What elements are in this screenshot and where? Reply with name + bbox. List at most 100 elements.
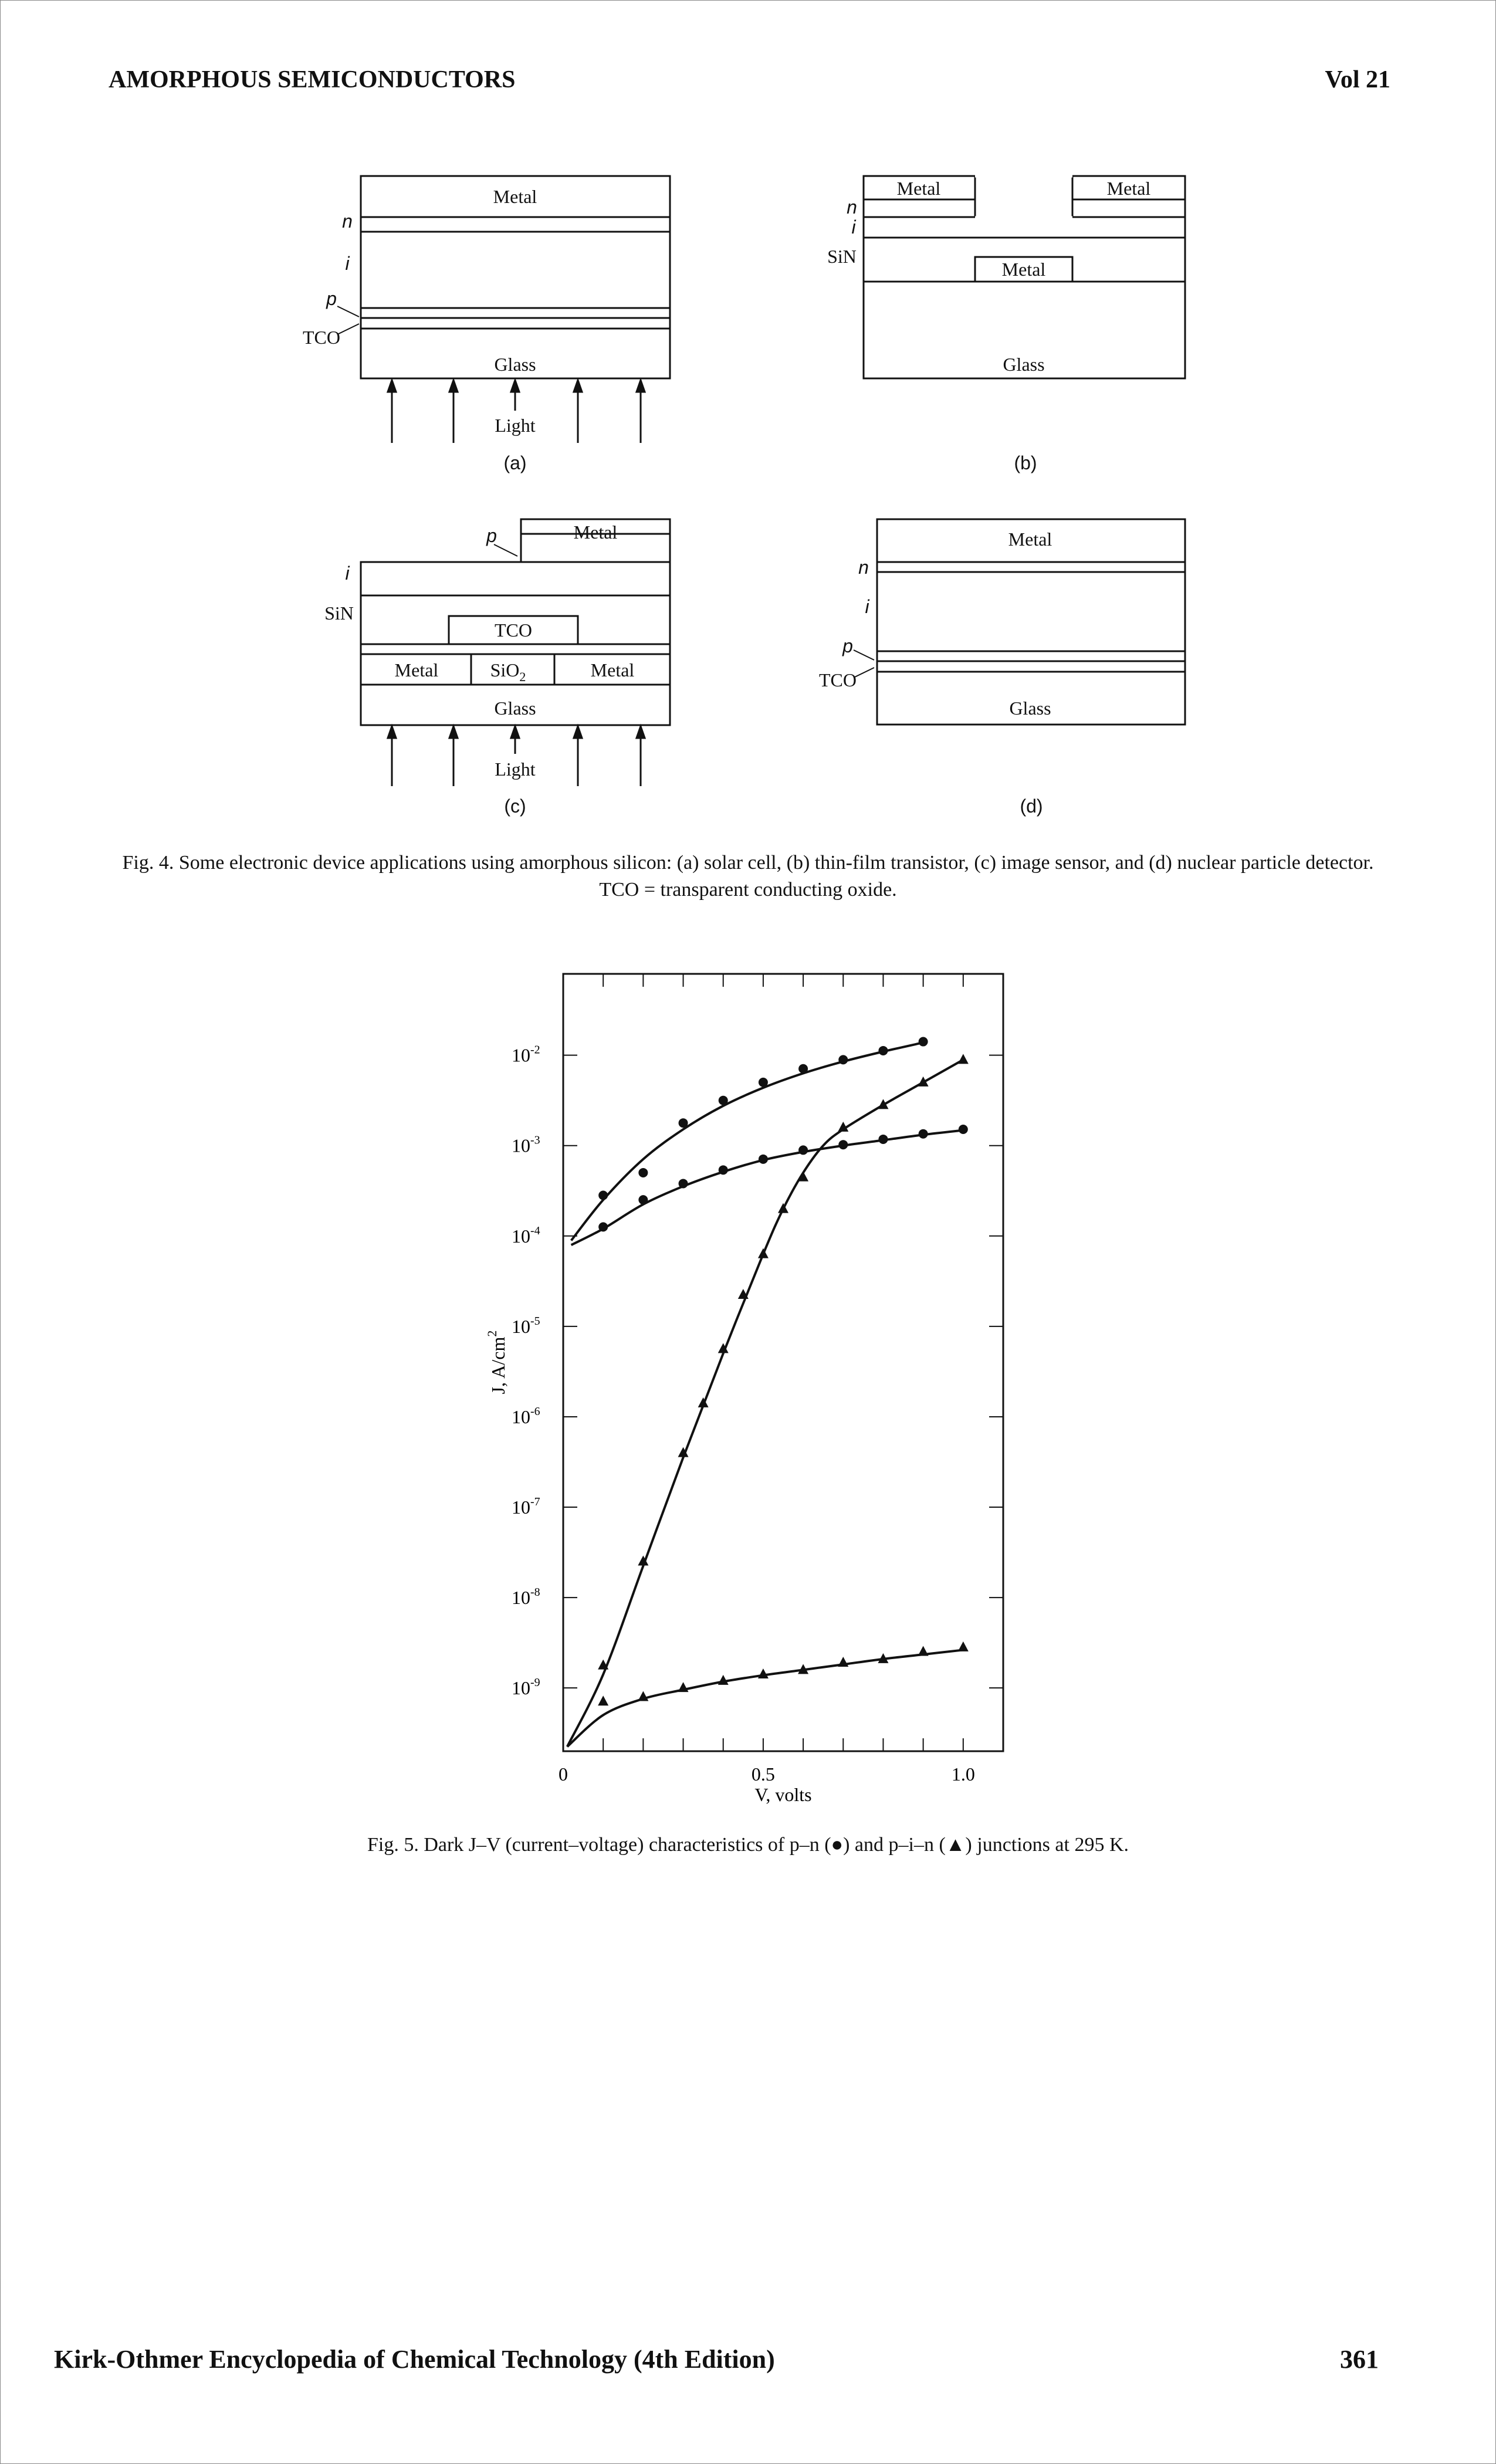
y-tick-label: 10-4 (512, 1224, 540, 1247)
series-4-point-triangle (838, 1657, 849, 1667)
y-tick-label: 10-7 (512, 1495, 540, 1518)
label-metal-c-right: Metal (591, 659, 635, 681)
series-3-point-triangle (638, 1555, 649, 1566)
diagram-a-solar-cell (337, 175, 671, 443)
series-1-point-circle (718, 1095, 728, 1105)
figure-4-caption: Fig. 4. Some electronic device applicati… (94, 849, 1402, 903)
label-i-b: i (851, 216, 856, 238)
label-n-d: n (858, 557, 869, 578)
label-metal-c-left: Metal (395, 659, 439, 681)
label-glass-b: Glass (1003, 354, 1044, 375)
figure-4-caption-line1: Fig. 4. Some electronic device applicati… (122, 852, 1374, 874)
series-1-point-circle (798, 1064, 808, 1074)
panel-label-b: (b) (1014, 452, 1037, 473)
label-tco-d: TCO (819, 669, 857, 691)
diagram-c-image-sensor (360, 518, 671, 786)
label-glass-d: Glass (1009, 698, 1051, 719)
figure-5-jv-chart: 10-2 10-3 10-4 10-5 10-6 10-7 10-8 10-9 0 0.5 1.0… (485, 973, 1004, 1805)
label-metal-b-right: Metal (1107, 178, 1151, 199)
label-n-b: n (847, 197, 857, 218)
series-markers (598, 1037, 969, 1706)
label-glass-c: Glass (494, 698, 536, 719)
diagram-d-particle-detector (853, 518, 1186, 726)
label-tco-c: TCO (495, 620, 532, 641)
series-3-point-triangle (598, 1659, 609, 1670)
label-p-a: p (326, 288, 337, 309)
label-i-d: i (865, 596, 869, 617)
series-3-point-triangle (878, 1099, 889, 1109)
series-3-point-triangle (678, 1447, 689, 1457)
diagram-b-thin-film-transistor (862, 174, 1186, 380)
series-4-point-triangle (798, 1664, 809, 1674)
label-tco-a: TCO (303, 327, 340, 348)
x-tick-labels: 0 0.5 1.0 (559, 1764, 975, 1785)
series-2-point-circle (798, 1145, 808, 1155)
y-tick-labels: 10-2 10-3 10-4 10-5 10-6 10-7 10-8 10-9 (512, 1044, 540, 1698)
footer-page-number: 361 (1340, 2345, 1379, 2374)
x-tick-label: 0 (559, 1764, 568, 1785)
series-2-point-circle (718, 1165, 728, 1175)
axis-ticks (563, 974, 1004, 1751)
series-2-point-circle (918, 1129, 928, 1139)
series-4-curve (566, 1649, 964, 1748)
series-3-point-triangle (717, 1343, 729, 1353)
label-sin-b: SiN (827, 246, 857, 267)
label-p-d: p (842, 635, 853, 656)
label-metal-a: Metal (493, 186, 537, 207)
y-tick-label: 10-9 (512, 1676, 540, 1698)
y-axis-label: J, A/cm2 (485, 1331, 509, 1395)
label-sin-c: SiN (324, 603, 354, 624)
series-4-point-triangle (717, 1674, 729, 1685)
panel-label-d: (d) (1020, 796, 1043, 817)
series-1-curve (570, 1041, 924, 1241)
y-tick-label: 10-5 (512, 1315, 540, 1337)
series-2-point-circle (678, 1179, 688, 1189)
series-3-point-triangle (918, 1076, 929, 1087)
series-4-point-triangle (878, 1653, 889, 1663)
series-2-point-circle (838, 1140, 848, 1150)
panel-label-c: (c) (504, 796, 526, 817)
series-1-point-circle (758, 1077, 768, 1087)
series-1-point-circle (918, 1037, 928, 1047)
series-4-point-triangle (638, 1691, 649, 1701)
label-i-c: i (345, 563, 350, 584)
footer-book-title: Kirk-Othmer Encyclopedia of Chemical Tec… (54, 2345, 775, 2374)
series-2-point-circle (758, 1154, 768, 1164)
plot-frame (562, 973, 1004, 1752)
y-tick-label: 10-6 (512, 1405, 540, 1427)
series-4-point-triangle (757, 1668, 769, 1679)
series-3-point-triangle (838, 1121, 849, 1132)
light-arrows-c (386, 723, 647, 786)
series-2-point-circle (958, 1125, 968, 1134)
series-3-point-triangle (698, 1397, 709, 1407)
label-metal-b-gate: Metal (1002, 259, 1046, 280)
x-axis-label: V, volts (754, 1784, 811, 1805)
label-light-c: Light (495, 759, 535, 780)
label-n-a: n (342, 211, 353, 232)
y-tick-label: 10-3 (512, 1134, 540, 1156)
series-3-curve (566, 1058, 964, 1748)
label-metal-c-top: Metal (574, 522, 618, 543)
x-tick-label: 0.5 (752, 1764, 775, 1785)
x-tick-label: 1.0 (952, 1764, 975, 1785)
series-3-point-triangle (757, 1248, 769, 1258)
series-4-point-triangle (957, 1641, 969, 1651)
series-2-point-circle (638, 1195, 648, 1205)
label-glass-a: Glass (494, 354, 536, 375)
label-i-a: i (345, 253, 350, 274)
running-header-title: AMORPHOUS SEMICONDUCTORS (109, 66, 516, 93)
figure-5-caption: Fig. 5. Dark J–V (current–voltage) chara… (367, 1834, 1129, 1856)
label-p-c: p (486, 525, 497, 546)
series-1-point-circle (878, 1045, 888, 1055)
series-1-point-circle (638, 1167, 648, 1177)
panel-label-a: (a) (503, 452, 526, 473)
y-tick-label: 10-8 (512, 1586, 540, 1608)
series-2-curve (570, 1129, 964, 1246)
label-sio2-c: SiO2 (490, 659, 526, 684)
series-1-point-circle (838, 1055, 848, 1065)
y-tick-label: 10-2 (512, 1044, 540, 1066)
series-2-point-circle (598, 1222, 608, 1232)
running-header-volume: Vol 21 (1325, 66, 1390, 93)
series-3-point-triangle (737, 1288, 749, 1299)
series-curves (566, 1041, 964, 1748)
